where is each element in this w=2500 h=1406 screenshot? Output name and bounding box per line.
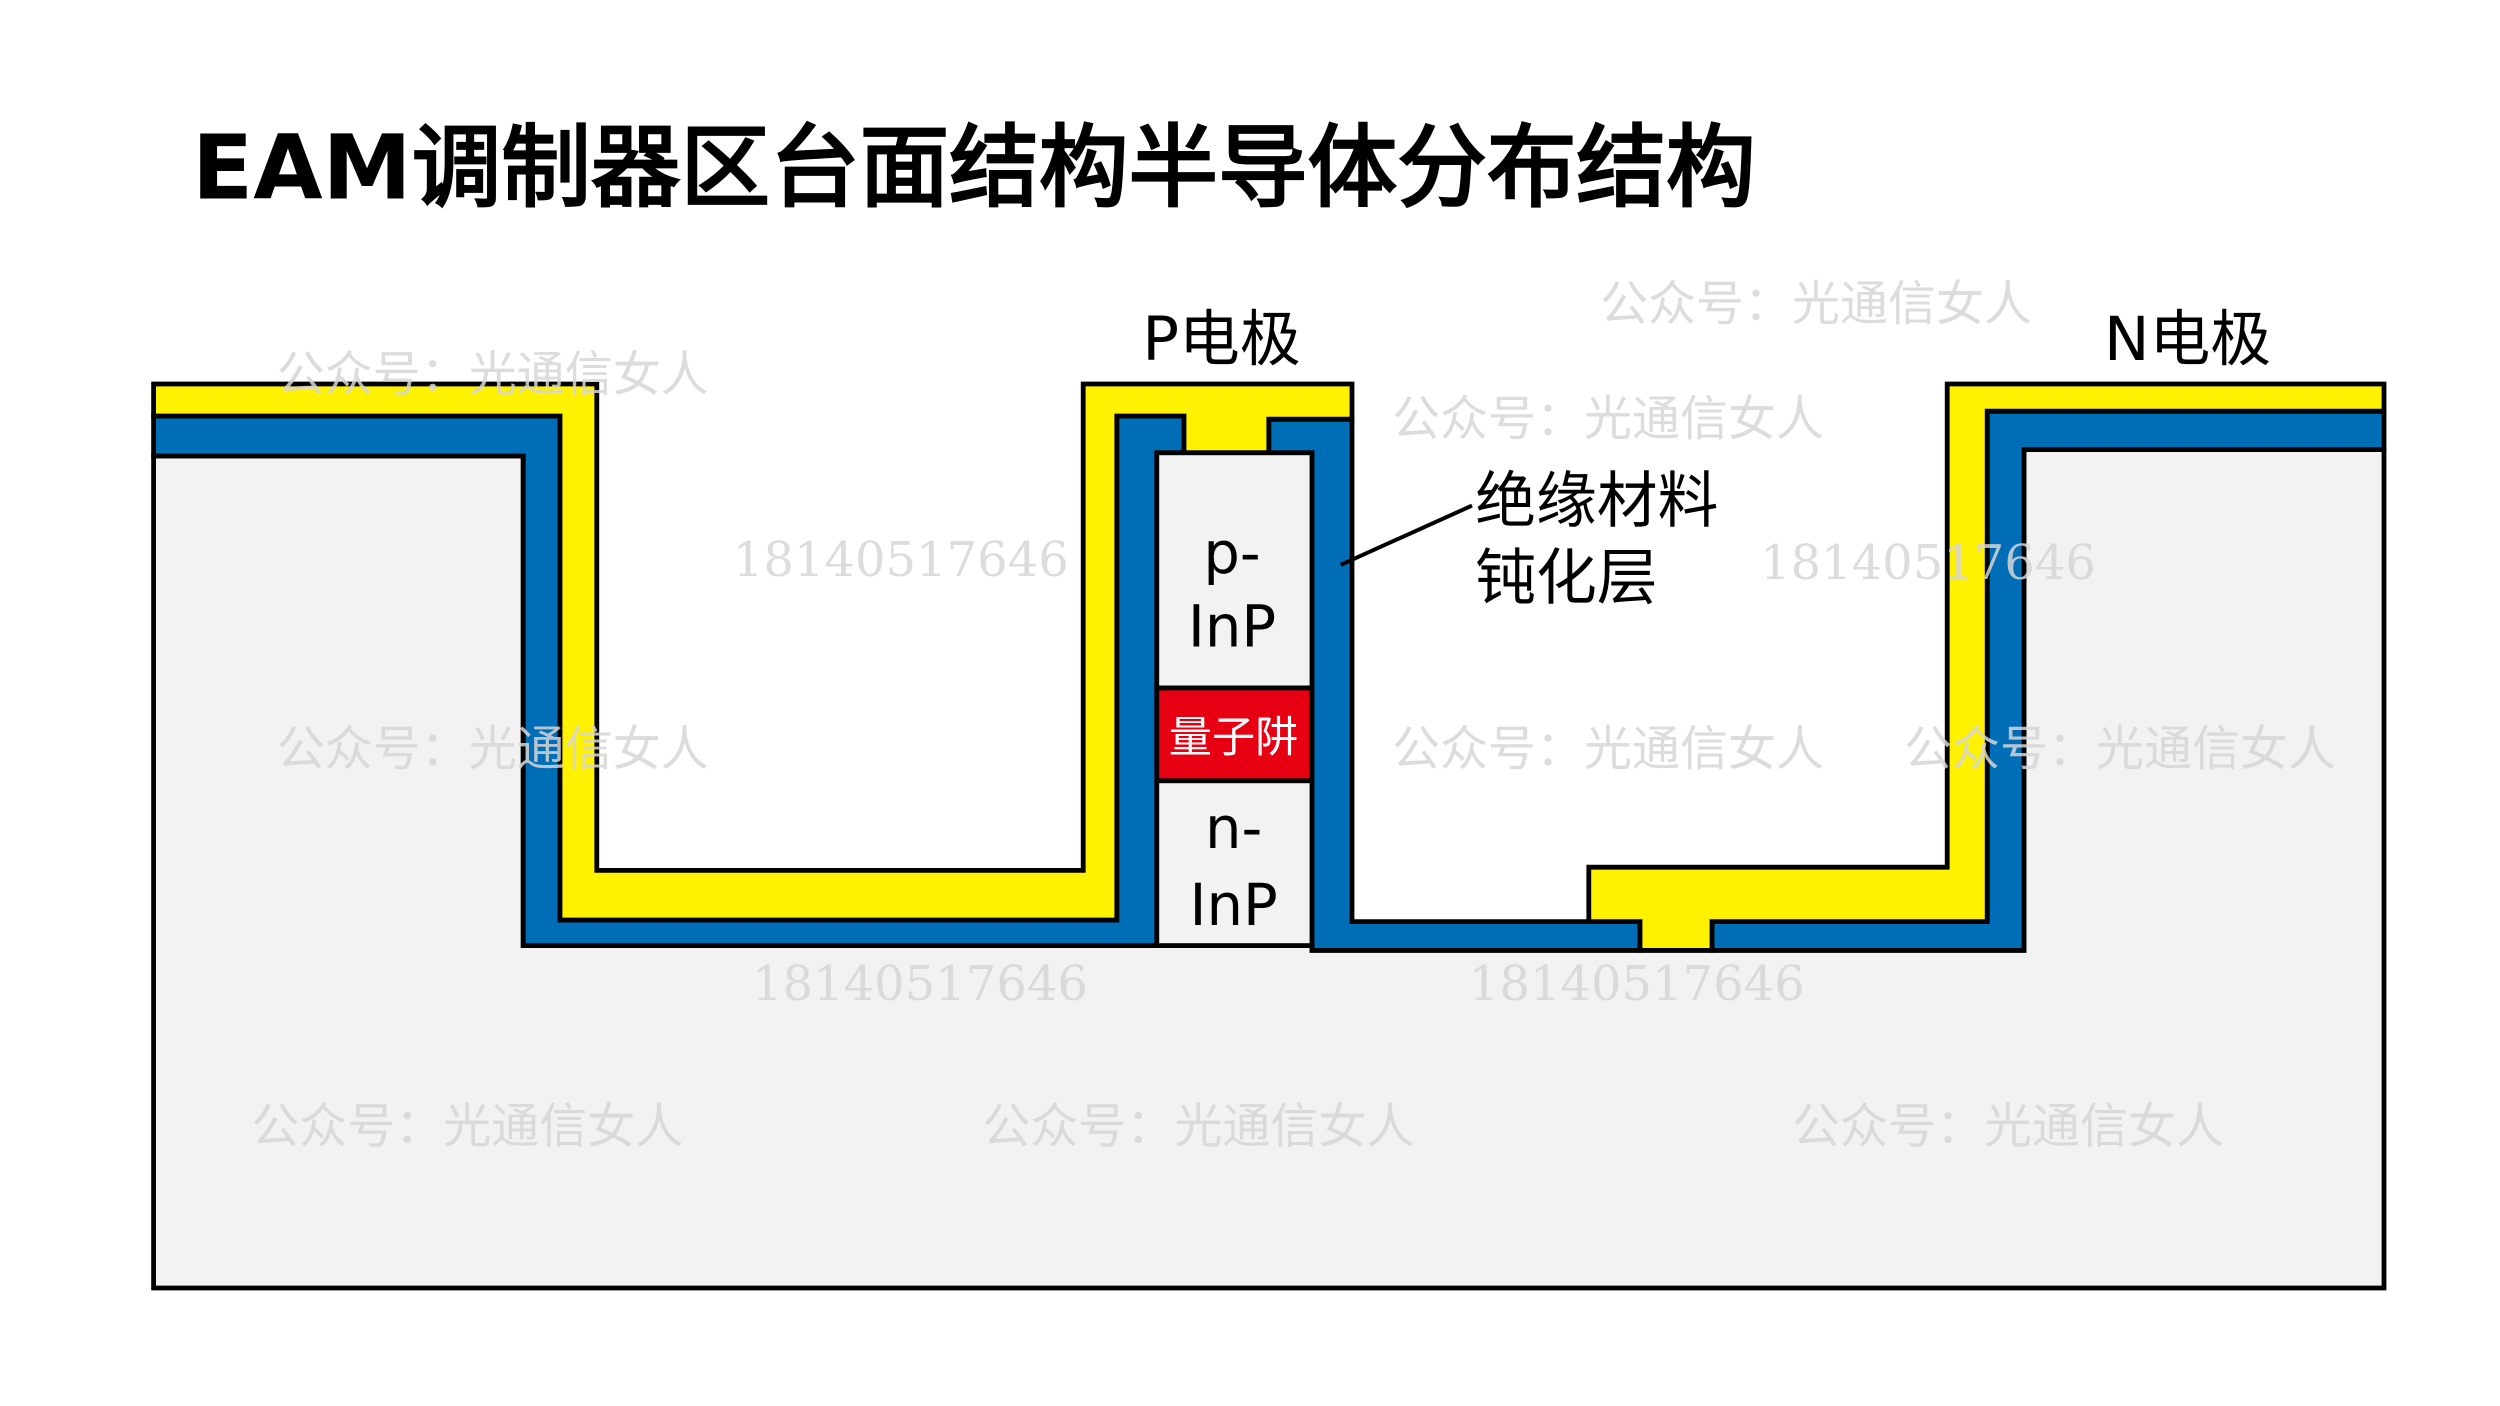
passivation-label-2: 钝化层	[1475, 543, 1657, 613]
watermark: 公众号：光通信女人	[1600, 276, 2032, 332]
n-electrode-label: N电极	[2104, 305, 2271, 375]
p-electrode-label: P电极	[1142, 305, 1300, 375]
watermarks: 公众号：光通信女人 公众号：光通信女人 公众号：光通信女人 1814051764…	[251, 276, 2336, 1154]
watermark: 18140517646	[733, 532, 1069, 588]
page-title: EAM调制器区台面结构半导体分布结构	[192, 116, 1756, 220]
watermark: 公众号：光通信女人	[1392, 721, 1824, 777]
n-electrode-metal	[1586, 381, 2387, 953]
p-inp-label-2: InP	[1188, 593, 1276, 660]
n-inp-label-2: InP	[1189, 872, 1277, 939]
n-inp-layer	[1154, 778, 1315, 948]
n-inp-label-1: n-	[1205, 795, 1262, 862]
watermark: 公众号：光通信女人	[1392, 391, 1824, 447]
p-inp-label-1: p-	[1203, 520, 1260, 587]
watermark: 公众号：光通信女人	[1792, 1098, 2224, 1154]
passivation-leader-line	[1339, 503, 1473, 567]
watermark: 公众号：光通信女人	[277, 721, 709, 777]
watermark: 18140517646	[752, 956, 1088, 1012]
watermark: 公众号：光通信女人	[1904, 721, 2336, 777]
quantum-well-layer	[1154, 685, 1315, 784]
passivation-label-1: 绝缘材料	[1475, 467, 1718, 537]
watermark: 18140517646	[1760, 535, 2096, 591]
watermark: 18140517646	[1469, 956, 1805, 1012]
watermark: 公众号：光通信女人	[982, 1098, 1414, 1154]
quantum-well-label: 量子阱	[1169, 713, 1299, 763]
watermark: 公众号：光通信女人	[277, 346, 709, 402]
watermark: 公众号：光通信女人	[251, 1098, 683, 1154]
